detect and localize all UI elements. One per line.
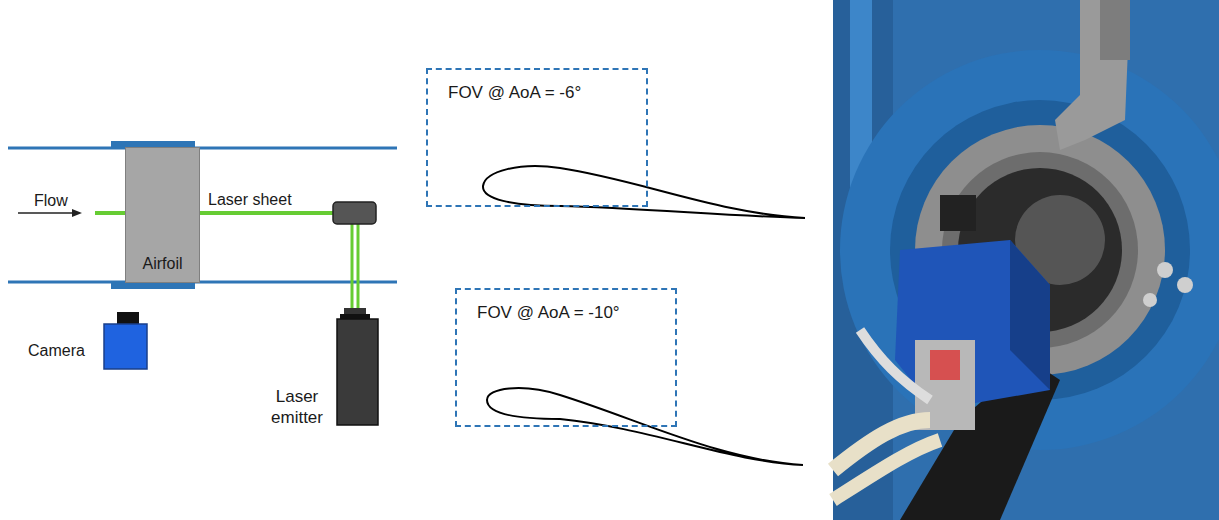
emitter-lens [344, 308, 366, 314]
laser-beam [351, 224, 354, 318]
laser-emitter-body [337, 319, 378, 425]
mount-plate [111, 282, 195, 289]
node-label: FOV @ AoA = -10° [477, 302, 665, 323]
fov-box: FOV @ AoA = -6° [426, 68, 648, 207]
fov-box: FOV @ AoA = -10° [455, 288, 677, 427]
flow-arrowhead [72, 209, 82, 217]
sheet-optics [333, 202, 376, 224]
airfoil-box: Airfoil [125, 147, 200, 283]
diagram-label: Laser sheet [208, 191, 292, 209]
camera-top [117, 312, 139, 325]
airfoil-profile [483, 166, 805, 218]
laser-emitter-node: Laser emitter [252, 378, 342, 436]
tunnel-wall [8, 147, 397, 150]
node-label: Laser emitter [252, 386, 342, 429]
laser-beam [357, 224, 360, 318]
diagram-label: Flow [34, 192, 68, 210]
node-label: Airfoil [126, 254, 199, 274]
flow-arrow [18, 212, 74, 214]
camera-node: Camera [28, 336, 110, 366]
camera-body [104, 324, 147, 369]
setup-photo [833, 0, 1219, 520]
node-label: Camera [28, 341, 110, 361]
node-label: FOV @ AoA = -6° [448, 82, 636, 103]
tunnel-wall [8, 281, 397, 284]
